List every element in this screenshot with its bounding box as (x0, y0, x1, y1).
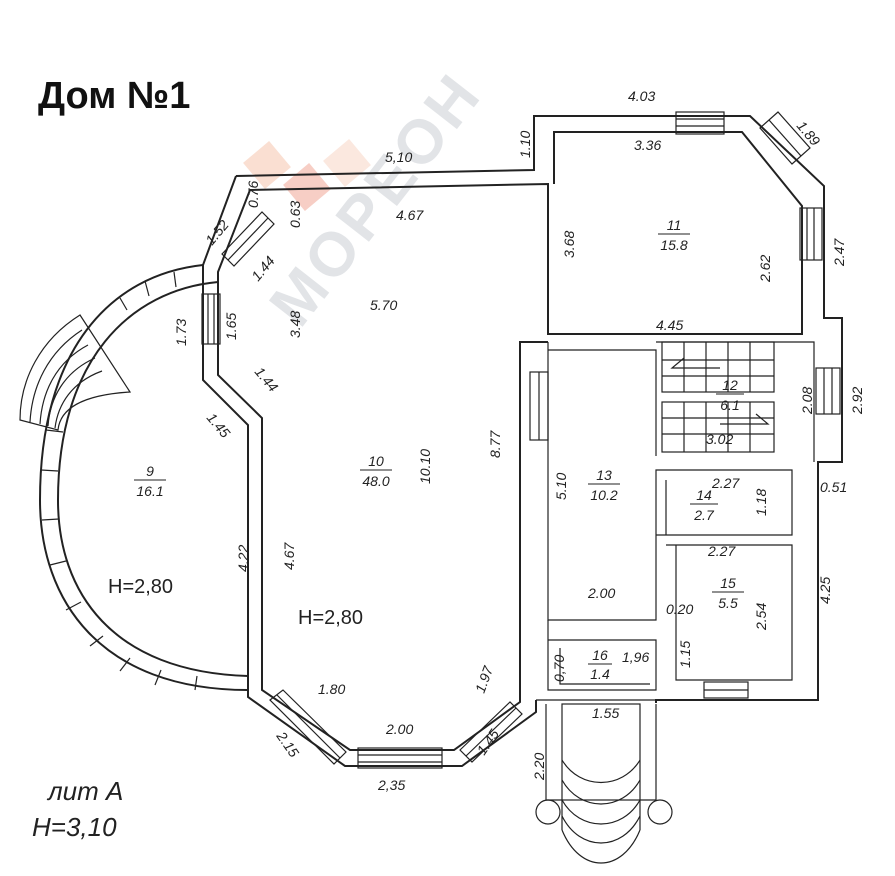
room-12-label: 12 6.1 (716, 377, 744, 413)
room-number: 13 (596, 467, 612, 483)
walls (202, 115, 843, 767)
room-9-label: 9 16.1 Н=2,80 (108, 463, 173, 598)
room-height: Н=2,80 (298, 607, 363, 629)
room-number: 16 (592, 647, 608, 663)
dimension: 2.47 (831, 238, 847, 267)
room-15-label: 15 5.5 (712, 575, 744, 611)
dimension: 3.68 (561, 231, 577, 258)
dimension: 4.25 (817, 577, 833, 604)
dimension: 1.73 (173, 319, 189, 346)
dimension: 2.20 (531, 753, 547, 781)
room-11-label: 11 15.8 (658, 217, 690, 253)
dimension: 4.03 (628, 88, 655, 104)
staircase-room-12 (661, 341, 775, 453)
dimension: 2.27 (711, 475, 740, 491)
bay-room-9 (19, 264, 249, 691)
room-area: 10.2 (590, 487, 617, 503)
room-area: 48.0 (362, 473, 389, 489)
dimension: 4.67 (396, 207, 424, 223)
dimension: 0.76 (245, 181, 261, 208)
dimension: 10.10 (417, 449, 433, 484)
dimension: 2.92 (849, 387, 865, 415)
dimension: 2.00 (587, 585, 615, 601)
dimension: 1.45 (473, 726, 502, 758)
dimension: 4.45 (656, 317, 683, 333)
dimension: 1.65 (223, 313, 239, 340)
page-title: Дом №1 (38, 75, 190, 117)
dimension: 5.70 (370, 297, 397, 313)
room-area: 2.7 (693, 507, 715, 523)
room-number: 11 (667, 217, 682, 233)
room-10-label: 10 48.0 Н=2,80 (298, 453, 392, 629)
room-height: Н=2,80 (108, 576, 173, 598)
dimension: 0,70 (551, 655, 567, 682)
dimension: 4.67 (281, 542, 297, 570)
room-14-label: 14 2.7 (690, 487, 718, 523)
dimension: 3.36 (634, 137, 661, 153)
room-16-label: 16 1.4 (588, 647, 612, 682)
dimension: 2,35 (377, 777, 405, 793)
room-area: 6.1 (720, 397, 739, 413)
dimension: 0.20 (666, 601, 693, 617)
dimension: 5.10 (553, 473, 569, 500)
height-total: Н=3,10 (32, 812, 117, 842)
dimension: 1.55 (592, 705, 619, 721)
dimension: 1.52 (202, 217, 232, 248)
room-number: 12 (722, 377, 738, 393)
entrance-steps (535, 703, 673, 864)
windows (201, 111, 841, 769)
dimension: 1,96 (622, 649, 649, 665)
room-number: 9 (146, 463, 154, 479)
room-area: 5.5 (718, 595, 738, 611)
dimension: 3.02 (706, 431, 733, 447)
lit-label: лит А (46, 776, 123, 806)
room-area: 1.4 (590, 666, 610, 682)
dimension: 8.77 (487, 430, 503, 458)
dimension: 2.54 (753, 603, 769, 631)
room-labels: 9 16.1 Н=2,80 10 48.0 Н=2,80 11 15.8 12 … (108, 217, 744, 682)
dimension: 2.08 (799, 387, 815, 415)
dimension: 1.18 (753, 489, 769, 516)
room-number: 10 (368, 453, 384, 469)
dimension: 1.89 (794, 118, 824, 149)
dimension: 1.44 (252, 364, 282, 395)
dimension: 5,10 (385, 149, 412, 165)
room-13-label: 13 10.2 (588, 467, 620, 503)
dimension-labels: 5,10 4.03 1.89 1.10 3.36 0.76 0.63 4.67 … (173, 88, 865, 793)
dimension: 1.97 (472, 663, 497, 695)
room-number: 14 (696, 487, 712, 503)
dimension: 1.10 (517, 131, 533, 158)
dimension: 2.00 (385, 721, 413, 737)
dimension: 3.48 (287, 311, 303, 338)
dimension: 4.22 (235, 545, 251, 572)
dimension: 1.15 (677, 641, 693, 668)
dimension: 1.80 (318, 681, 345, 697)
dimension: 1.45 (204, 410, 234, 441)
dimension: 0.63 (287, 201, 303, 228)
room-area: 16.1 (136, 483, 163, 499)
room-area: 15.8 (660, 237, 687, 253)
room-number: 15 (720, 575, 736, 591)
dimension: 2.62 (757, 255, 773, 283)
dimension: 0.51 (820, 479, 847, 495)
dimension: 2.27 (707, 543, 736, 559)
